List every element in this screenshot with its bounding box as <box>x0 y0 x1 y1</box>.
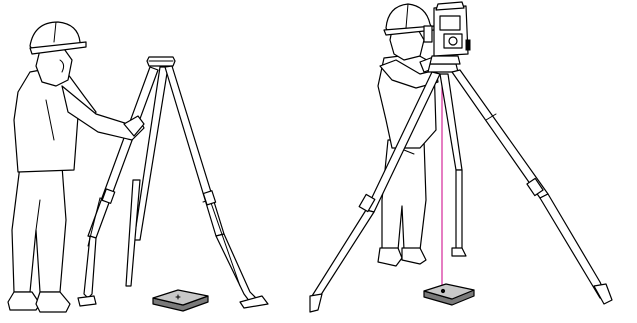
hard-hat-icon <box>30 22 86 54</box>
surveyor-left <box>8 22 144 312</box>
total-station-icon <box>424 2 470 64</box>
survey-marker-right <box>424 284 474 305</box>
tripod-right <box>310 64 612 312</box>
tripod-left <box>78 57 268 308</box>
panel-centering-instrument <box>310 2 612 312</box>
panel-setting-up-tripod <box>8 22 268 312</box>
survey-marker-left <box>153 290 208 311</box>
